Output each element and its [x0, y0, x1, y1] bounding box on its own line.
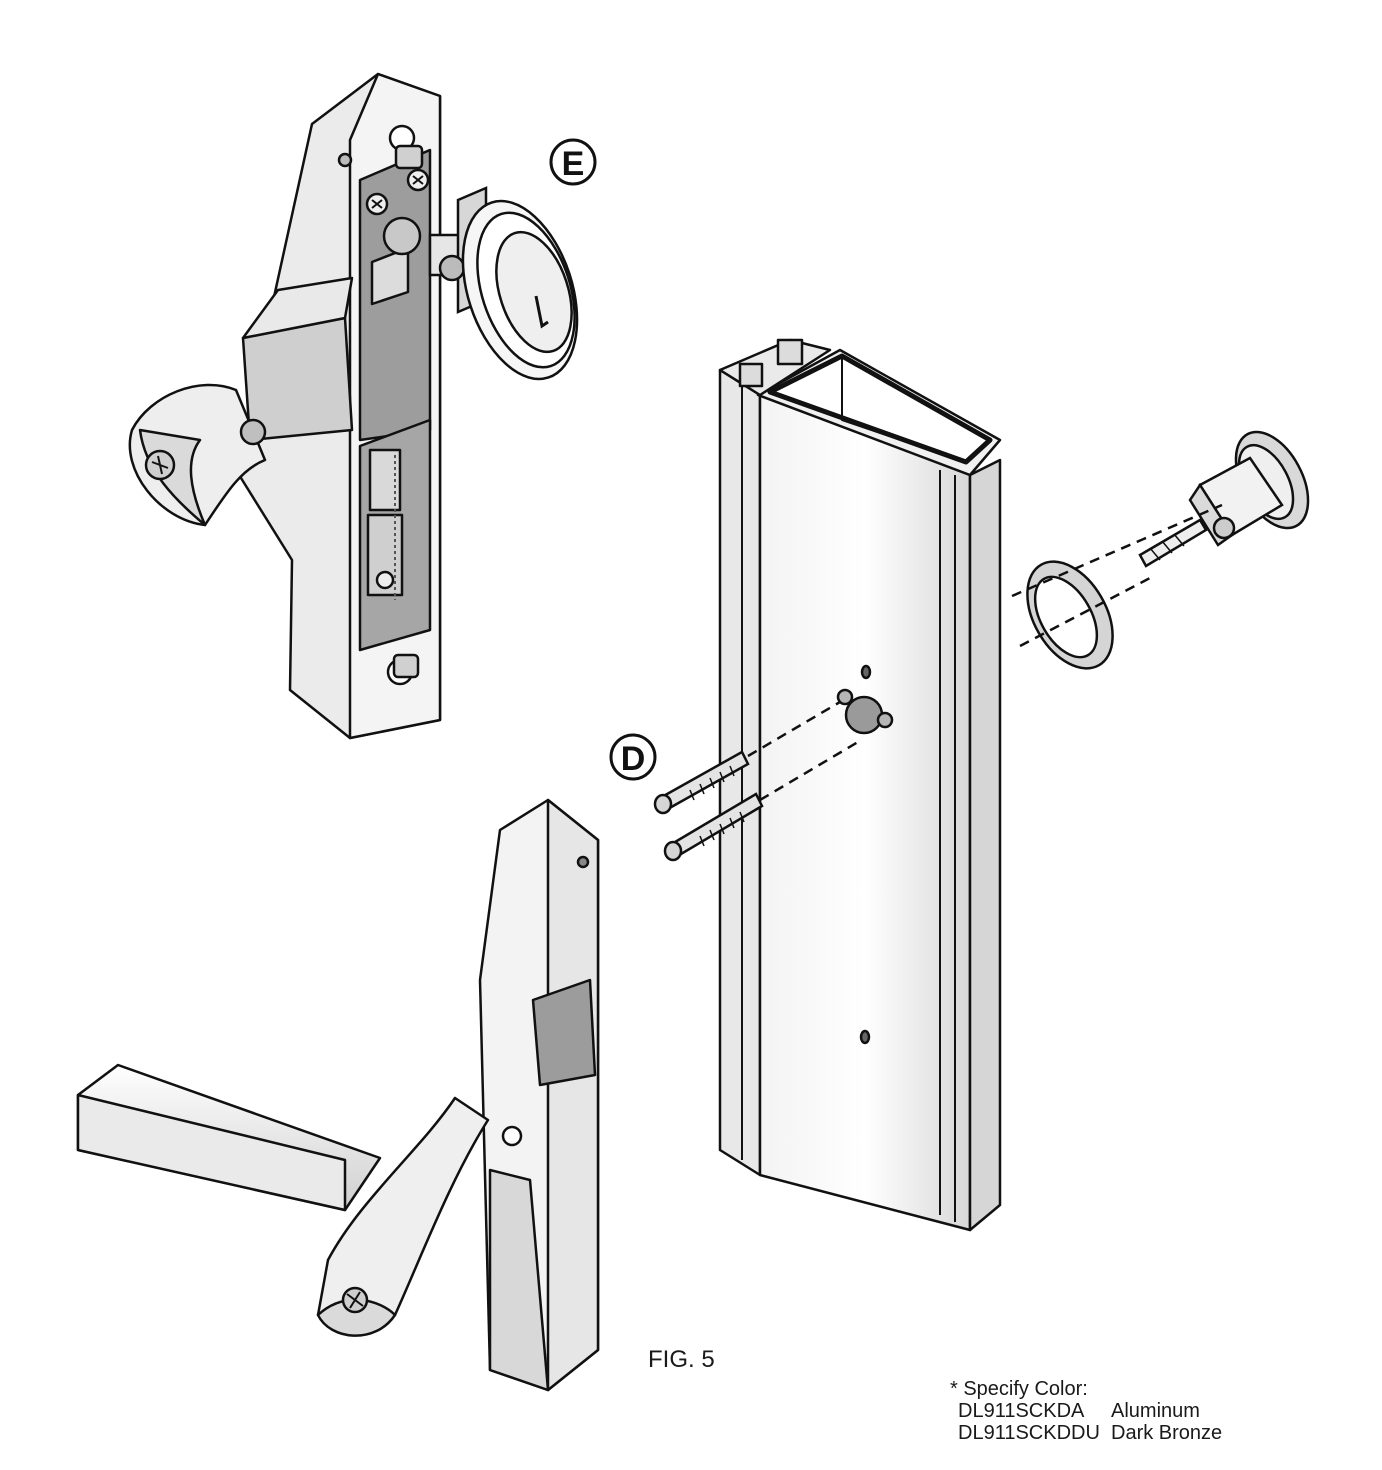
spec-code: DL911SCKDA [958, 1400, 1085, 1422]
figure-caption: FIG. 5 [648, 1346, 715, 1373]
upper-lock-body [128, 72, 442, 740]
spec-row: DL911SCKDA Aluminum [950, 1400, 1222, 1422]
callout-d-label: D [621, 740, 646, 778]
color-spec-block: * Specify Color: DL911SCKDA Aluminum DL9… [950, 1378, 1222, 1444]
thru-bolts [653, 750, 764, 862]
rim-cylinder-leader-lines [1011, 503, 1223, 648]
spec-color: Dark Bronze [1111, 1422, 1223, 1444]
spec-row: DL911SCKDDU Dark Bronze [950, 1422, 1222, 1444]
thru-bolt-leader-lines [747, 700, 859, 802]
spec-color: Aluminum [1111, 1400, 1200, 1422]
door-stile [718, 338, 1002, 1232]
rim-cylinder [1026, 430, 1310, 670]
callout-d: D [609, 733, 657, 781]
lower-lever-trim [76, 798, 600, 1392]
spec-heading: * Specify Color: [950, 1378, 1088, 1400]
callout-e: E [549, 138, 597, 186]
callout-e-label: E [562, 145, 585, 183]
spec-code: DL911SCKDDU [958, 1422, 1100, 1444]
key-cylinder [382, 186, 579, 381]
